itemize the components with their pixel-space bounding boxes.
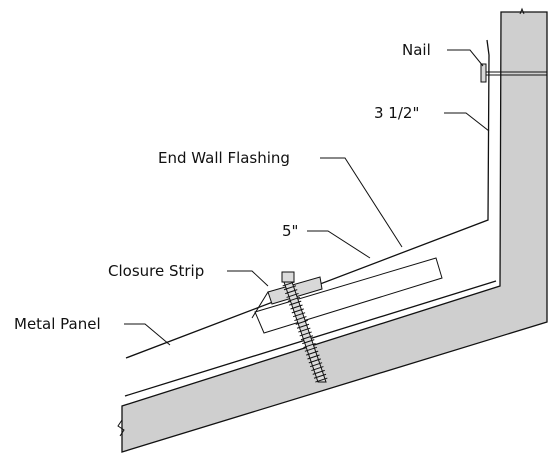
closure-strip-leader bbox=[227, 270, 269, 287]
screw-fastener bbox=[281, 271, 328, 383]
screw-thread bbox=[312, 369, 325, 375]
screw-thread bbox=[303, 342, 316, 348]
screw-thread bbox=[289, 300, 302, 306]
closure-strip-outline bbox=[254, 257, 443, 334]
screw-thread bbox=[285, 289, 298, 295]
screw-thread bbox=[307, 354, 320, 360]
bottom-break-mark bbox=[117, 419, 125, 437]
wall-section bbox=[117, 7, 548, 453]
label-closure-strip: Closure Strip bbox=[108, 262, 204, 280]
screw-thread bbox=[292, 312, 306, 318]
label-end-wall-flashing: End Wall Flashing bbox=[158, 149, 290, 167]
nail-leader bbox=[447, 49, 484, 67]
screw-thread bbox=[304, 346, 318, 352]
wall-body bbox=[121, 11, 548, 453]
label-dimension-upper: 3 1/2" bbox=[374, 104, 419, 122]
screw-thread bbox=[302, 339, 315, 345]
screw-thread bbox=[311, 366, 324, 372]
screw-thread bbox=[308, 358, 321, 364]
callout-labels: Nail 3 1/2" End Wall Flashing 5" Closure… bbox=[14, 41, 431, 333]
screw-thread bbox=[291, 308, 304, 314]
screw-thread bbox=[315, 377, 328, 383]
screw-threads bbox=[282, 281, 328, 383]
nail-head bbox=[480, 63, 487, 83]
top-break-mark bbox=[519, 7, 525, 15]
screw-thread bbox=[299, 331, 312, 337]
label-dimension-lower: 5" bbox=[282, 222, 298, 240]
screw-thread bbox=[306, 350, 319, 356]
screw-thread bbox=[296, 323, 310, 329]
label-nail: Nail bbox=[402, 41, 431, 59]
screw-thread bbox=[295, 319, 308, 325]
dimension-lower-leader bbox=[307, 230, 371, 259]
screw-head bbox=[281, 271, 295, 283]
screw-thread bbox=[283, 285, 297, 291]
screw-thread bbox=[287, 296, 301, 302]
leaders bbox=[124, 49, 490, 346]
screw-thread bbox=[286, 292, 299, 298]
dimension-upper-leader bbox=[444, 112, 490, 132]
screw-thread bbox=[313, 373, 327, 379]
screw-shank bbox=[283, 281, 327, 383]
flashing-leader bbox=[320, 157, 403, 248]
screw-thread bbox=[290, 304, 303, 310]
screw-thread bbox=[309, 362, 323, 368]
screw-thread bbox=[294, 316, 307, 322]
metal-panel-leader bbox=[124, 323, 171, 346]
screw-thread bbox=[298, 327, 311, 333]
screw-thread bbox=[282, 281, 295, 287]
label-metal-panel: Metal Panel bbox=[14, 315, 101, 333]
screw-thread bbox=[300, 335, 314, 341]
